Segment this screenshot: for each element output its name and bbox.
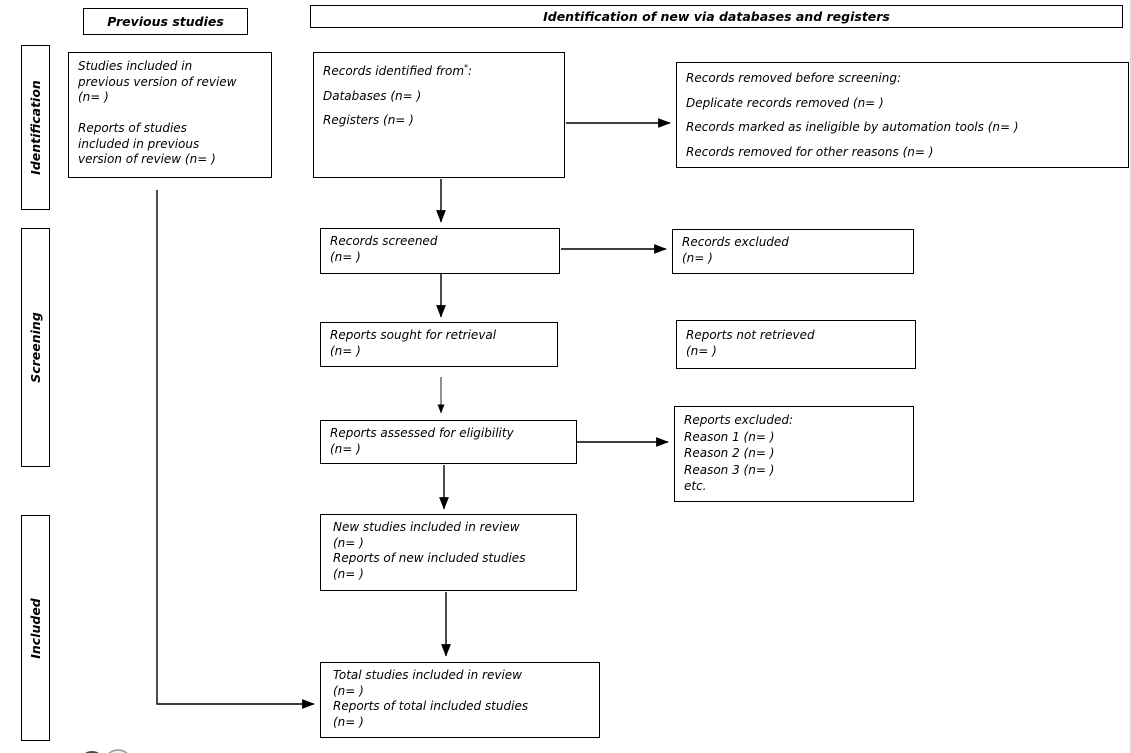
box-line: Records excluded: [682, 235, 789, 249]
box-reports-sought: Reports sought for retrieval (n= ): [320, 322, 558, 367]
box-line: Reason 2 (n= ): [684, 446, 775, 460]
box-line: Total studies included in review: [333, 668, 522, 682]
previous-studies-header: Previous studies: [83, 8, 248, 35]
stage-included: Included: [21, 515, 50, 741]
box-line: (n= ): [78, 90, 109, 104]
box-line: Deplicate records removed (n= ): [686, 95, 884, 110]
box-line: Records marked as ineligible by automati…: [686, 120, 1019, 134]
box-line: Databases (n= ): [323, 88, 422, 103]
box-new-studies: New studies included in review (n= ) Rep…: [320, 514, 577, 591]
box-records-excluded: Records excluded (n= ): [672, 229, 914, 274]
box-line: New studies included in review: [333, 520, 520, 534]
window-right-edge: [1130, 0, 1132, 753]
box-line: previous version of review: [78, 74, 237, 89]
box-line: Registers (n= ): [323, 113, 414, 127]
footnote-asterisk: *: [464, 63, 469, 72]
records-identified-trail: :: [468, 64, 473, 78]
box-line: [78, 106, 262, 122]
box-line: (n= ): [330, 249, 361, 264]
box-line: Records removed for other reasons (n= ): [686, 144, 934, 159]
box-line: (n= ): [333, 683, 364, 698]
box-line: Reports excluded:: [684, 413, 794, 427]
box-reports-not-retrieved: Reports not retrieved (n= ): [676, 320, 916, 369]
box-records-screened: Records screened (n= ): [320, 228, 560, 274]
box-line: included in previous: [78, 136, 200, 151]
stage-identification-label: Identification: [28, 80, 44, 175]
box-line: Reports of new included studies: [333, 551, 526, 565]
box-line: (n= ): [333, 714, 364, 729]
box-line: Reports not retrieved: [686, 328, 815, 342]
box-reports-excluded: Reports excluded: Reason 1 (n= ) Reason …: [674, 406, 914, 502]
box-line: Reports assessed for eligibility: [330, 426, 514, 440]
box-records-removed: Records removed before screening: Deplic…: [676, 62, 1129, 168]
box-line: Reports of studies: [78, 121, 187, 135]
main-header: Identification of new via databases and …: [310, 5, 1123, 28]
box-total-studies: Total studies included in review (n= ) R…: [320, 662, 600, 738]
box-line: (n= ): [682, 250, 713, 265]
box-line: Reports of total included studies: [333, 699, 529, 713]
stage-screening: Screening: [21, 228, 50, 467]
stage-identification: Identification: [21, 45, 50, 210]
box-line: Reason 3 (n= ): [684, 462, 775, 477]
box-line: (n= ): [330, 343, 361, 358]
box-previous-included: Studies included in previous version of …: [68, 52, 272, 178]
box-line: (n= ): [333, 566, 364, 581]
box-line: etc.: [684, 479, 707, 493]
box-line: (n= ): [330, 441, 361, 456]
box-line: Records screened: [330, 234, 438, 248]
box-line: Records identified from*:: [323, 56, 555, 84]
box-line: Studies included in: [78, 59, 193, 73]
box-reports-assessed: Reports assessed for eligibility (n= ): [320, 420, 577, 464]
box-line: version of review (n= ): [78, 152, 216, 166]
box-line: Records removed before screening:: [686, 71, 901, 85]
arrow-previous-to-total: [156, 190, 315, 709]
stage-screening-label: Screening: [28, 312, 44, 383]
box-records-identified: Records identified from*: Databases (n= …: [313, 52, 565, 178]
box-line: Reason 1 (n= ): [684, 429, 775, 444]
records-identified-lead: Records identified from: [323, 64, 465, 78]
box-line: (n= ): [686, 343, 717, 358]
stage-included-label: Included: [28, 597, 43, 659]
box-line: (n= ): [333, 535, 364, 550]
box-line: Reports sought for retrieval: [330, 328, 497, 342]
